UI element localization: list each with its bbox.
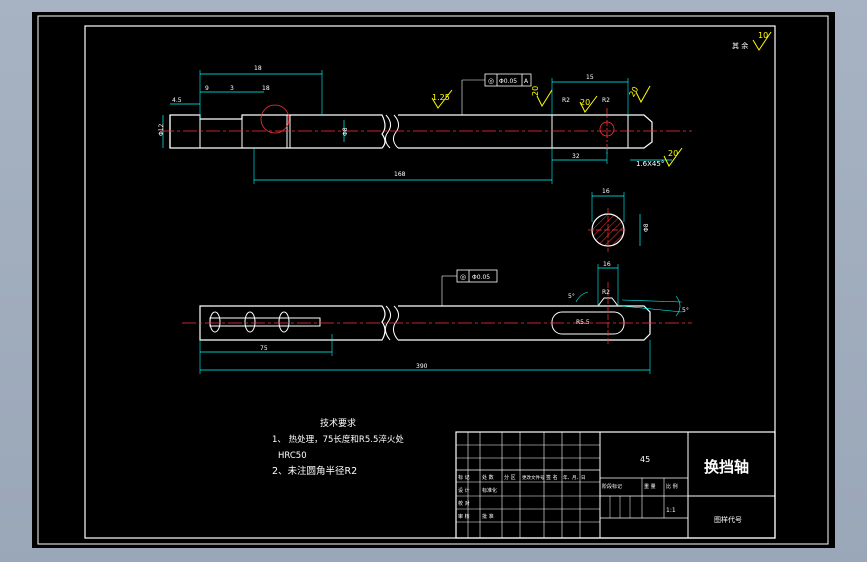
chamfer-label: 1.6X45° <box>636 160 664 168</box>
angle-left: 5° <box>568 293 575 300</box>
tech-req-line1: 1、 热处理，75长度和R5.5淬火处 <box>272 434 404 445</box>
tb-col-zone: 分 区 <box>504 474 516 481</box>
r2-label-a: R2 <box>562 97 570 104</box>
outer-frame <box>37 15 829 545</box>
gdt-ref-top: A <box>524 78 529 85</box>
roughness-symbol-icon <box>752 31 772 51</box>
tb-drawing-no: 图样代号 <box>714 515 742 524</box>
tb-stage: 阶段标记 <box>602 483 622 490</box>
tech-req-line2: HRC50 <box>278 451 307 461</box>
tb-weight: 重 量 <box>644 483 656 490</box>
dim-18b: 18 <box>262 85 270 92</box>
tech-req-heading: 技术要求 <box>320 417 356 429</box>
section-dim-height: Φ8 <box>643 223 650 232</box>
gdt-tol-bottom: Φ0.05 <box>472 274 490 281</box>
dim-bottom-16: 16 <box>603 261 611 268</box>
dim-left-dia: Φ12 <box>158 123 165 136</box>
angle-right: 5° <box>682 307 689 314</box>
tb-col-date: 年、月、日 <box>563 474 586 481</box>
tb-std: 标准化 <box>482 487 497 494</box>
tb-row-check: 校 对 <box>458 500 470 507</box>
bottom-view: 75 390 16 R5.5 R2 5° 5° ◎ Φ0.05 <box>182 261 692 374</box>
title-block: 标 记 设 计 校 对 审 核 处 数 分 区 更改文件号 签 名 年、月、日 … <box>455 431 776 539</box>
top-view: 18 9 3 18 4.5 Φ12 Φ8 168 15 32 1.6X45° 1… <box>158 65 692 184</box>
dim-right-15: 15 <box>586 74 594 81</box>
slot-left <box>209 317 321 327</box>
tb-row-design: 设 计 <box>458 487 470 494</box>
cad-drawing: 其 余 10 18 9 3 18 4.5 Φ12 <box>37 15 829 545</box>
tb-col-sign: 签 名 <box>546 474 558 481</box>
tb-col-change: 更改文件号 <box>522 474 545 481</box>
roughness-1-25: 1.25 <box>432 93 450 102</box>
tb-material: 45 <box>640 455 650 464</box>
gdt-symbol-top: ◎ <box>488 77 494 85</box>
dim-3: 3 <box>230 85 234 92</box>
r2-label-b: R2 <box>602 97 610 104</box>
tech-requirements: 技术要求 1、 热处理，75长度和R5.5淬火处 HRC50 2、未注圆角半径R… <box>272 417 404 477</box>
gdt-symbol-bottom: ◎ <box>460 273 466 281</box>
tb-scale: 1:1 <box>666 507 676 514</box>
section-view: 16 Φ8 <box>588 188 650 252</box>
tech-req-line3: 2、未注圆角半径R2 <box>272 465 357 477</box>
shaft-left-body <box>169 114 386 149</box>
dim-75: 75 <box>260 345 268 352</box>
dim-mid-dia: Φ8 <box>342 127 349 136</box>
corner-roughness-label: 其 余 <box>732 41 748 50</box>
tb-col-count: 处 数 <box>482 474 494 481</box>
tb-scale-label: 比 例 <box>666 483 678 490</box>
dim-r5-5: R5.5 <box>576 319 590 326</box>
drawing-sheet: 其 余 10 18 9 3 18 4.5 Φ12 <box>32 12 835 548</box>
tb-part-title: 换挡轴 <box>704 458 749 476</box>
tb-approve: 批 准 <box>482 513 494 520</box>
dim-total-390: 390 <box>416 363 428 370</box>
inner-frame <box>84 25 776 539</box>
dim-r2-bottom: R2 <box>602 289 610 296</box>
dim-length-168: 168 <box>394 171 406 178</box>
dim-9: 9 <box>205 85 209 92</box>
corner-roughness-value: 10 <box>758 31 768 40</box>
dim-top-18: 18 <box>254 65 262 72</box>
shaft-bottom-left <box>199 305 386 341</box>
roughness-20-a: 20 <box>531 86 540 96</box>
tb-row-mark: 标 记 <box>458 474 470 481</box>
dim-right-32: 32 <box>572 153 580 160</box>
roughness-20-c: 20 <box>627 85 640 98</box>
shaft-right-body <box>398 114 653 149</box>
section-dim-width: 16 <box>602 188 610 195</box>
roughness-20-d: 20 <box>668 149 678 158</box>
tb-row-review: 审 核 <box>458 513 470 520</box>
dim-4-5: 4.5 <box>172 97 182 104</box>
gdt-tol-top: Φ0.05 <box>499 78 517 85</box>
roughness-20-b: 20 <box>580 98 590 107</box>
